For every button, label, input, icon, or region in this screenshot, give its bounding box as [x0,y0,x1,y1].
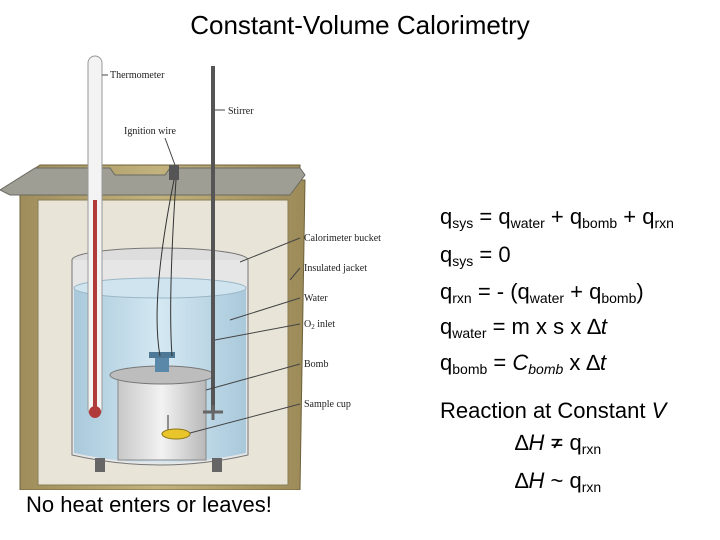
page-title: Constant-Volume Calorimetry [190,10,530,40]
label-water: Water [304,293,328,304]
delta-h-not-equal: ∆H = qrxn [515,430,602,457]
equation-qsys-zero: qsys = 0 [440,242,511,269]
label-thermometer: Thermometer [110,70,165,81]
equation-qsys-sum: qsys = qwater + qbomb + qrxn [440,204,674,231]
sample-cup [161,428,191,440]
label-sample-cup: Sample cup [304,399,351,410]
label-o2-inlet: O2 inlet [304,319,335,331]
label-stirrer: Stirrer [228,106,254,117]
label-bomb: Bomb [304,359,328,370]
constant-volume-heading: Reaction at Constant V [440,398,667,423]
label-insulated-jacket: Insulated jacket [304,263,367,274]
delta-h-approx: ∆H ~ qrxn [515,468,602,495]
label-ignition-wire: Ignition wire [124,126,176,137]
footer-note: No heat enters or leaves! [26,492,272,517]
thermometer [87,55,103,418]
equation-qrxn: qrxn = - (qwater + qbomb) [440,279,644,306]
calorimeter-diagram: Thermometer Ignition wire Stirrer Calori… [0,55,381,490]
label-calorimeter-bucket: Calorimeter bucket [304,233,381,244]
leader-lines [102,74,301,434]
equation-qbomb: qbomb = Cbomb x ∆t [440,350,607,377]
equation-qwater: qwater = m x s x ∆t [440,314,607,341]
bomb [109,352,215,461]
ignition-wire [156,165,179,357]
stirrer [203,66,223,420]
